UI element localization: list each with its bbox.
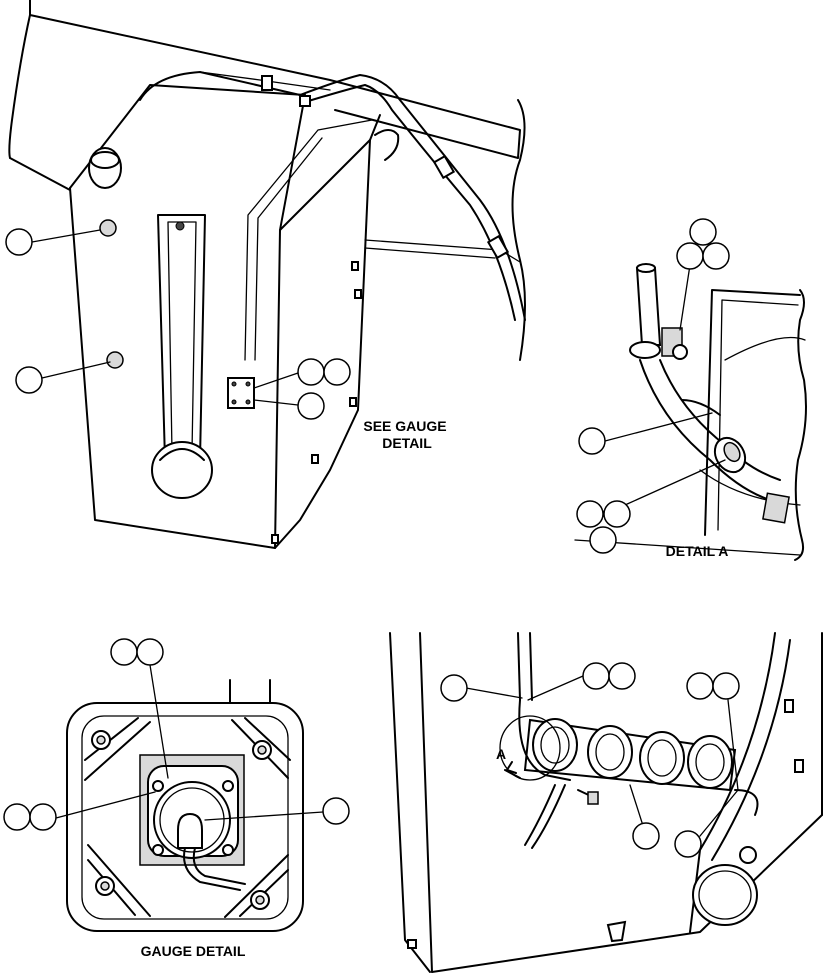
callout-circle xyxy=(322,797,350,825)
callout-circle xyxy=(589,526,617,554)
lower-tank-view: A xyxy=(389,632,823,973)
callout-circle xyxy=(297,358,325,386)
detail-a-label: DETAIL A xyxy=(666,543,729,559)
callout-circle xyxy=(110,638,138,666)
callout-circle xyxy=(712,672,740,700)
callout-circle xyxy=(3,803,31,831)
callout-circle xyxy=(15,366,43,394)
callout-circle xyxy=(323,358,351,386)
callout-circle xyxy=(582,662,610,690)
arrow-a-label: A xyxy=(496,746,506,762)
callout-circle xyxy=(702,242,730,270)
callout-circle xyxy=(686,672,714,700)
callout-circle xyxy=(440,674,468,702)
callout-circle xyxy=(578,427,606,455)
callout-circle xyxy=(674,830,702,858)
see-gauge-label-line1: SEE GAUGE xyxy=(363,418,446,434)
callout-circle xyxy=(608,662,636,690)
detail-a-view: DETAIL A xyxy=(574,218,807,561)
callout-circle xyxy=(689,218,717,246)
callout-circle xyxy=(29,803,57,831)
callout-circle xyxy=(632,822,660,850)
callout-circle xyxy=(676,242,704,270)
callout-circle xyxy=(5,228,33,256)
gauge-detail-view: GAUGE DETAIL xyxy=(3,638,350,959)
callout-circle xyxy=(297,392,325,420)
callout-circle xyxy=(136,638,164,666)
main-tank-view: SEE GAUGE DETAIL xyxy=(5,0,526,549)
see-gauge-label-line2: DETAIL xyxy=(382,435,432,451)
gauge-detail-label: GAUGE DETAIL xyxy=(141,943,246,959)
callout-circle xyxy=(603,500,631,528)
callout-circle xyxy=(576,500,604,528)
